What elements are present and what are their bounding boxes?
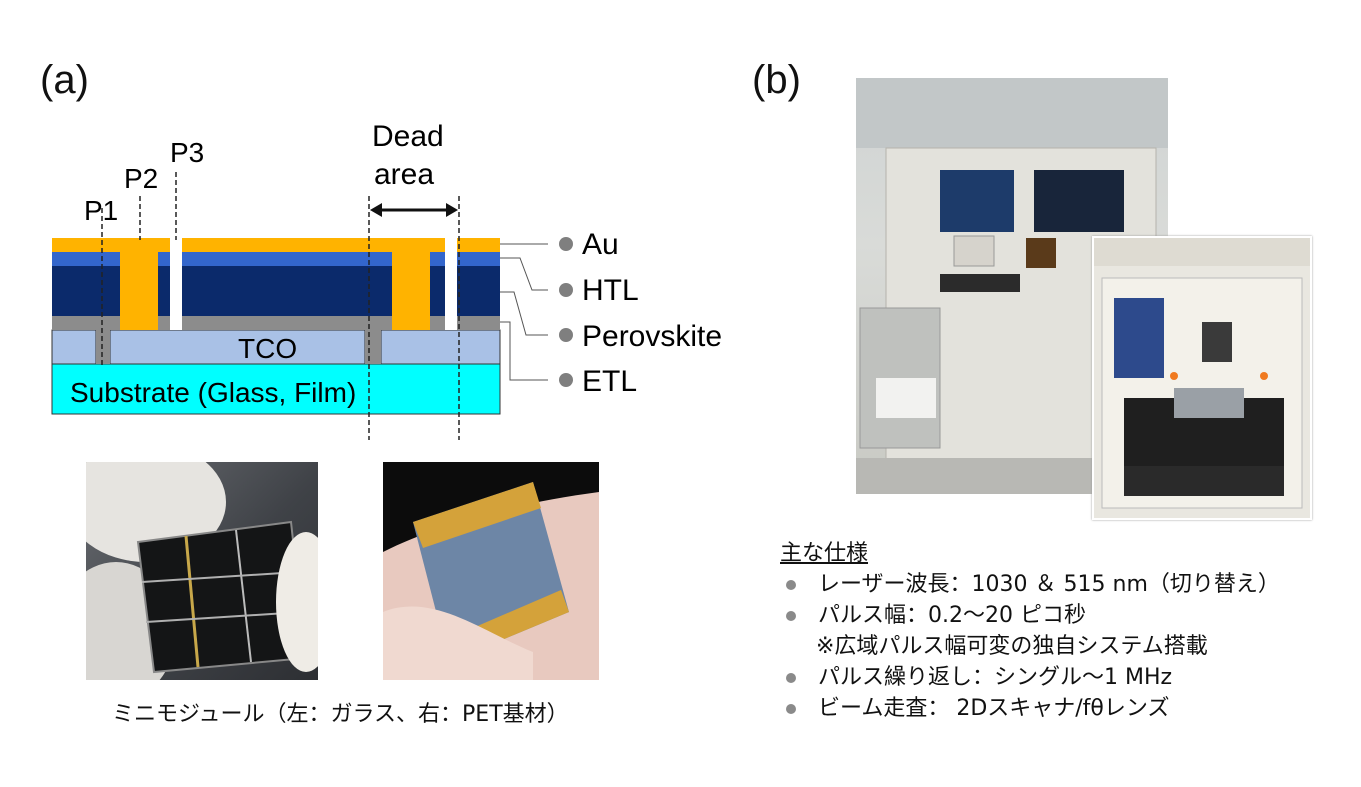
perovskite-layer — [52, 266, 500, 316]
p2-label: P2 — [124, 163, 158, 194]
p1-label: P1 — [84, 195, 118, 226]
au-layer — [52, 238, 500, 252]
spec-item: パルス繰り返し：シングル〜1 MHz — [780, 662, 1280, 693]
p3-label: P3 — [170, 137, 204, 168]
etl-dot — [559, 373, 573, 387]
bullet-icon — [786, 704, 796, 714]
bullet-icon — [786, 580, 796, 590]
spec-item: パルス幅：0.2〜20 ピコ秒 — [780, 600, 1280, 631]
tco-segment-1 — [51, 329, 97, 365]
spec-block: 主な仕様 レーザー波長：1030 ＆ 515 nm（切り替え） パルス幅：0.2… — [780, 538, 1280, 724]
layer-structure-diagram: P1 P2 P3 Dead area TCO Substrate (Glass,… — [51, 120, 722, 440]
pet-module-photo — [383, 462, 599, 680]
htl-dot — [559, 283, 573, 297]
perovskite-label: Perovskite — [582, 320, 722, 353]
spec-list: レーザー波長：1030 ＆ 515 nm（切り替え） パルス幅：0.2〜20 ピ… — [780, 569, 1280, 724]
panel-b-label: (b) — [752, 58, 801, 102]
photo-caption: ミニモジュール（左：ガラス、右：PET基材） — [112, 702, 569, 727]
htl-layer — [52, 252, 500, 266]
p3-gap-1 — [170, 238, 182, 330]
au-p2-via-1 — [120, 238, 158, 330]
glass-module-photo — [86, 462, 318, 680]
htl-leader — [500, 257, 548, 291]
htl-label: HTL — [582, 274, 639, 307]
etl-layer — [52, 316, 500, 330]
au-dot — [559, 237, 573, 251]
dead-area-label-2: area — [374, 158, 434, 191]
laser-interior-photo — [1092, 236, 1312, 520]
au-label: Au — [582, 228, 619, 261]
spec-item: レーザー波長：1030 ＆ 515 nm（切り替え） — [780, 569, 1280, 600]
spec-title: 主な仕様 — [780, 541, 869, 566]
substrate-layer — [51, 363, 501, 415]
p3-gap-2 — [445, 238, 457, 330]
dead-area-label-1: Dead — [372, 120, 444, 153]
etl-label: ETL — [582, 365, 637, 398]
etl-leader — [500, 321, 548, 381]
au-p2-via-2 — [392, 238, 430, 330]
substrate-label: Substrate (Glass, Film) — [70, 377, 356, 408]
bullet-icon — [786, 611, 796, 621]
perovskite-leader — [500, 291, 548, 336]
spec-note: ※広域パルス幅可変の独自システム搭載 — [816, 634, 1208, 659]
etl-p1-fill-2 — [365, 316, 381, 364]
bullet-icon — [786, 673, 796, 683]
etl-p1-fill — [96, 316, 110, 364]
tco-label: TCO — [238, 333, 297, 364]
perovskite-dot — [559, 328, 573, 342]
panel-a-label: (a) — [40, 58, 89, 102]
spec-item: ビーム走査： 2Dスキャナ/fθレンズ — [780, 693, 1280, 724]
tco-segment-3 — [380, 329, 501, 365]
